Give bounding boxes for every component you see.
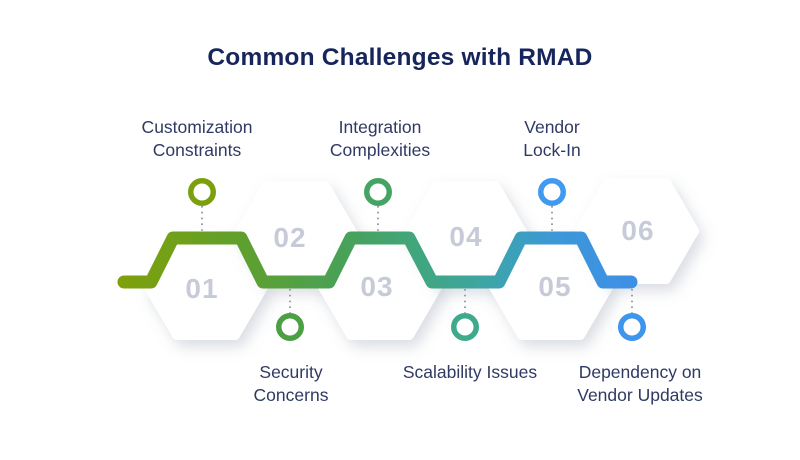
- step-2-marker-ring: [276, 313, 304, 341]
- step-label-line: Scalability Issues: [402, 362, 538, 382]
- step-2-number: 02: [273, 222, 306, 253]
- zigzag-ribbon-path: [117, 231, 638, 289]
- step-label-line: Concerns: [253, 384, 329, 405]
- step-label-line: Vendor Updates: [577, 384, 703, 405]
- step-label-line: Dependency on: [578, 362, 702, 382]
- step-4-number: 04: [449, 221, 482, 252]
- step-5-marker-ring: [538, 178, 566, 206]
- step-3-marker-ring: [364, 178, 392, 206]
- step-label-line: Security: [259, 362, 323, 382]
- step-6-number: 06: [621, 215, 654, 246]
- page-title: Common Challenges with RMAD: [207, 44, 593, 71]
- step-4-label: Scalability Issues: [403, 361, 537, 384]
- step-label-line: Customization: [141, 117, 253, 137]
- step-1-marker-ring: [188, 178, 216, 206]
- step-label-line: Constraints: [152, 139, 242, 160]
- step-label-line: Vendor: [524, 117, 580, 137]
- step-4-marker-ring: [451, 313, 479, 341]
- step-1-number: 01: [185, 273, 218, 304]
- step-3-number: 03: [360, 271, 393, 302]
- step-label-line: Complexities: [329, 139, 431, 160]
- step-6-marker-ring: [618, 313, 646, 341]
- step-5-number: 05: [538, 271, 571, 302]
- step-label-line: Lock-In: [523, 139, 581, 160]
- step-label-line: Integration: [338, 117, 422, 137]
